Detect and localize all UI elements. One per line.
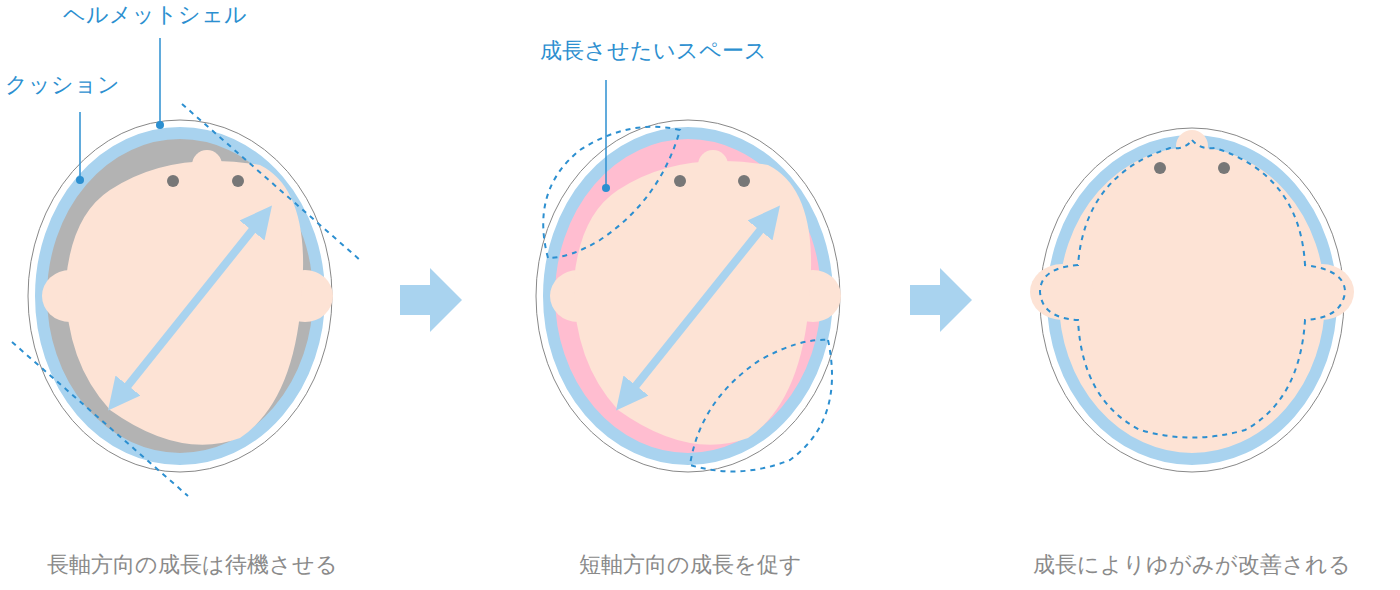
panel-two (536, 80, 841, 472)
step-caption: 成長によりゆがみが改善される (1033, 552, 1351, 578)
step-arrow (910, 268, 972, 332)
panel-three (1030, 128, 1354, 472)
step-caption: 長軸方向の成長は待機させる (47, 552, 338, 578)
step-caption: 短軸方向の成長を促す (579, 552, 802, 578)
part-label: ヘルメットシェル (63, 2, 247, 28)
part-label: クッション (5, 72, 120, 98)
panel-one (12, 38, 360, 496)
step-arrow (400, 268, 462, 332)
part-label: 成長させたいスペース (540, 38, 767, 64)
